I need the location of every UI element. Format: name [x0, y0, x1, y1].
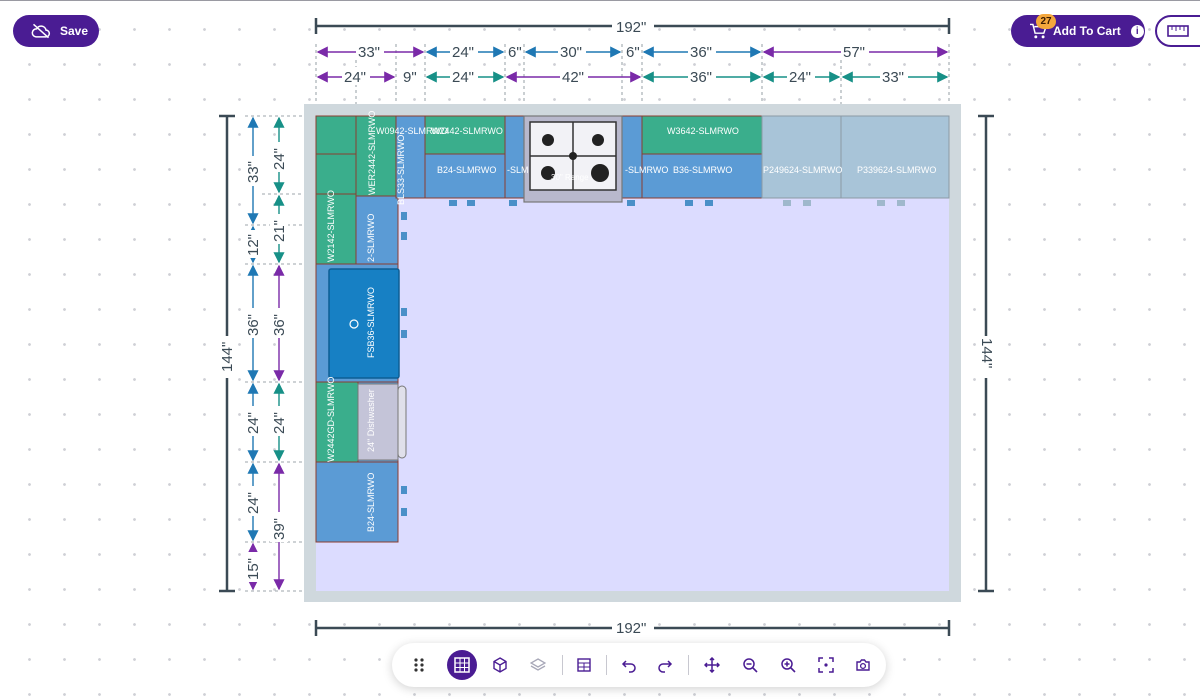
label-fsb36: FSB36-SLMRWO	[366, 287, 376, 358]
dim-top1-30: 30"	[560, 44, 582, 61]
save-label: Save	[60, 24, 89, 38]
fit-screen-icon[interactable]	[811, 650, 841, 680]
label-slmrwo-2: 2-SLMRWO	[366, 214, 376, 262]
zoom-in-icon[interactable]	[773, 650, 803, 680]
dim-left1-33: 33"	[245, 161, 262, 183]
dim-top2-33: 33"	[882, 69, 904, 86]
grid-view-icon[interactable]	[447, 650, 477, 680]
save-button[interactable]: Save	[13, 15, 99, 47]
label-w3642: W3642-SLMRWO	[667, 126, 739, 136]
dim-right-total: 144"	[978, 338, 995, 368]
label-slm: -SLM	[507, 165, 529, 175]
label-w2142: W2142-SLMRWO	[326, 190, 336, 262]
dishwasher-24[interactable]	[357, 383, 407, 461]
sink-fsb36[interactable]	[328, 268, 400, 379]
dim-left-total: 144"	[219, 342, 236, 372]
dim-top1-57: 57"	[843, 44, 865, 61]
cabinet-b36[interactable]	[641, 153, 763, 199]
cloud-off-icon	[31, 23, 50, 39]
label-dishwasher: 24" Dishwasher	[366, 389, 376, 452]
cabinet-filler-left[interactable]	[504, 115, 525, 199]
dim-top1-36: 36"	[690, 44, 712, 61]
label-range: 30" Range	[551, 173, 589, 182]
3d-cube-icon[interactable]	[485, 650, 515, 680]
toolbar-separator	[562, 655, 563, 675]
dim-left1-36: 36"	[245, 314, 262, 336]
dim-top2-42: 42"	[562, 69, 584, 86]
ruler-icon	[1167, 25, 1189, 37]
cabinet-b24-top[interactable]	[424, 153, 506, 199]
pan-icon[interactable]	[697, 650, 727, 680]
cart-label: Add To Cart	[1053, 24, 1121, 38]
dim-left2-21: 21"	[271, 220, 288, 242]
dim-left1-15: 15"	[245, 558, 262, 580]
cabinet-base-2[interactable]	[355, 195, 399, 265]
dim-top1-24: 24"	[452, 44, 474, 61]
drag-handle-icon[interactable]	[404, 650, 434, 680]
label-p339624: P339624-SLMRWO	[857, 165, 936, 175]
label-p249624: P249624-SLMRWO	[763, 165, 842, 175]
cabinet-w2442gd[interactable]	[315, 381, 359, 463]
cabinet-w2442[interactable]	[424, 115, 506, 155]
cabinet-filler-right[interactable]	[621, 115, 643, 199]
bottom-toolbar	[392, 643, 886, 687]
dim-top1-33: 33"	[358, 44, 380, 61]
measure-button[interactable]	[1155, 15, 1200, 47]
dim-top-total: 192"	[616, 19, 646, 36]
dim-top2-24b: 24"	[452, 69, 474, 86]
toolbar-separator	[606, 655, 607, 675]
label-b24-left: B24-SLMRWO	[366, 473, 376, 532]
label-bls33: BLS33-SLMRWO	[396, 135, 406, 205]
top-border	[0, 0, 1200, 1]
label-w2442: W2442-SLMRWO	[431, 126, 503, 136]
dim-left2-24b: 24"	[271, 412, 288, 434]
cabinet-bls33[interactable]	[395, 115, 426, 199]
label-b24-top: B24-SLMRWO	[437, 165, 496, 175]
dim-left1-24b: 24"	[245, 492, 262, 514]
dim-left1-24a: 24"	[245, 412, 262, 434]
cabinet-w2142[interactable]	[315, 193, 357, 265]
cabinet-b24-left[interactable]	[315, 461, 399, 543]
undo-icon[interactable]	[614, 650, 644, 680]
info-icon[interactable]: i	[1130, 24, 1144, 38]
redo-icon[interactable]	[650, 650, 680, 680]
screenshot-icon[interactable]	[848, 650, 878, 680]
zoom-out-icon[interactable]	[735, 650, 765, 680]
dim-top1-6b: 6"	[626, 44, 640, 61]
dim-left1-12: 12"	[245, 234, 262, 256]
cabinet-list-icon[interactable]	[569, 650, 599, 680]
dim-top2-24a: 24"	[344, 69, 366, 86]
cabinet-p249624[interactable]	[761, 115, 842, 199]
dim-bottom-total: 192"	[616, 620, 646, 637]
label-wer2442: WER2442-SLMRWO	[367, 111, 377, 195]
dim-top2-36: 36"	[690, 69, 712, 86]
label-b36: B36-SLMRWO	[673, 165, 732, 175]
layers-icon[interactable]	[523, 650, 553, 680]
range-30[interactable]	[523, 115, 623, 203]
add-to-cart-button[interactable]: Add To Cart i	[1011, 15, 1145, 47]
dim-left2-36: 36"	[271, 314, 288, 336]
cabinet-handles	[401, 200, 905, 516]
dim-top1-6a: 6"	[508, 44, 522, 61]
label-slmrwo-partial: -SLMRWO	[625, 165, 668, 175]
dim-left2-39: 39"	[271, 518, 288, 540]
cabinet-p339624[interactable]	[840, 115, 950, 199]
toolbar-separator	[688, 655, 689, 675]
dim-left2-24a: 24"	[271, 148, 288, 170]
dim-top2-9: 9"	[403, 69, 417, 86]
cabinet-corner-top-left[interactable]	[315, 153, 357, 195]
dim-top2-24c: 24"	[789, 69, 811, 86]
cart-count-badge: 27	[1036, 14, 1056, 29]
label-w0942: W0942-SLMRWO	[376, 126, 448, 136]
label-w2442gd: W2442GD-SLMRWO	[326, 377, 336, 462]
